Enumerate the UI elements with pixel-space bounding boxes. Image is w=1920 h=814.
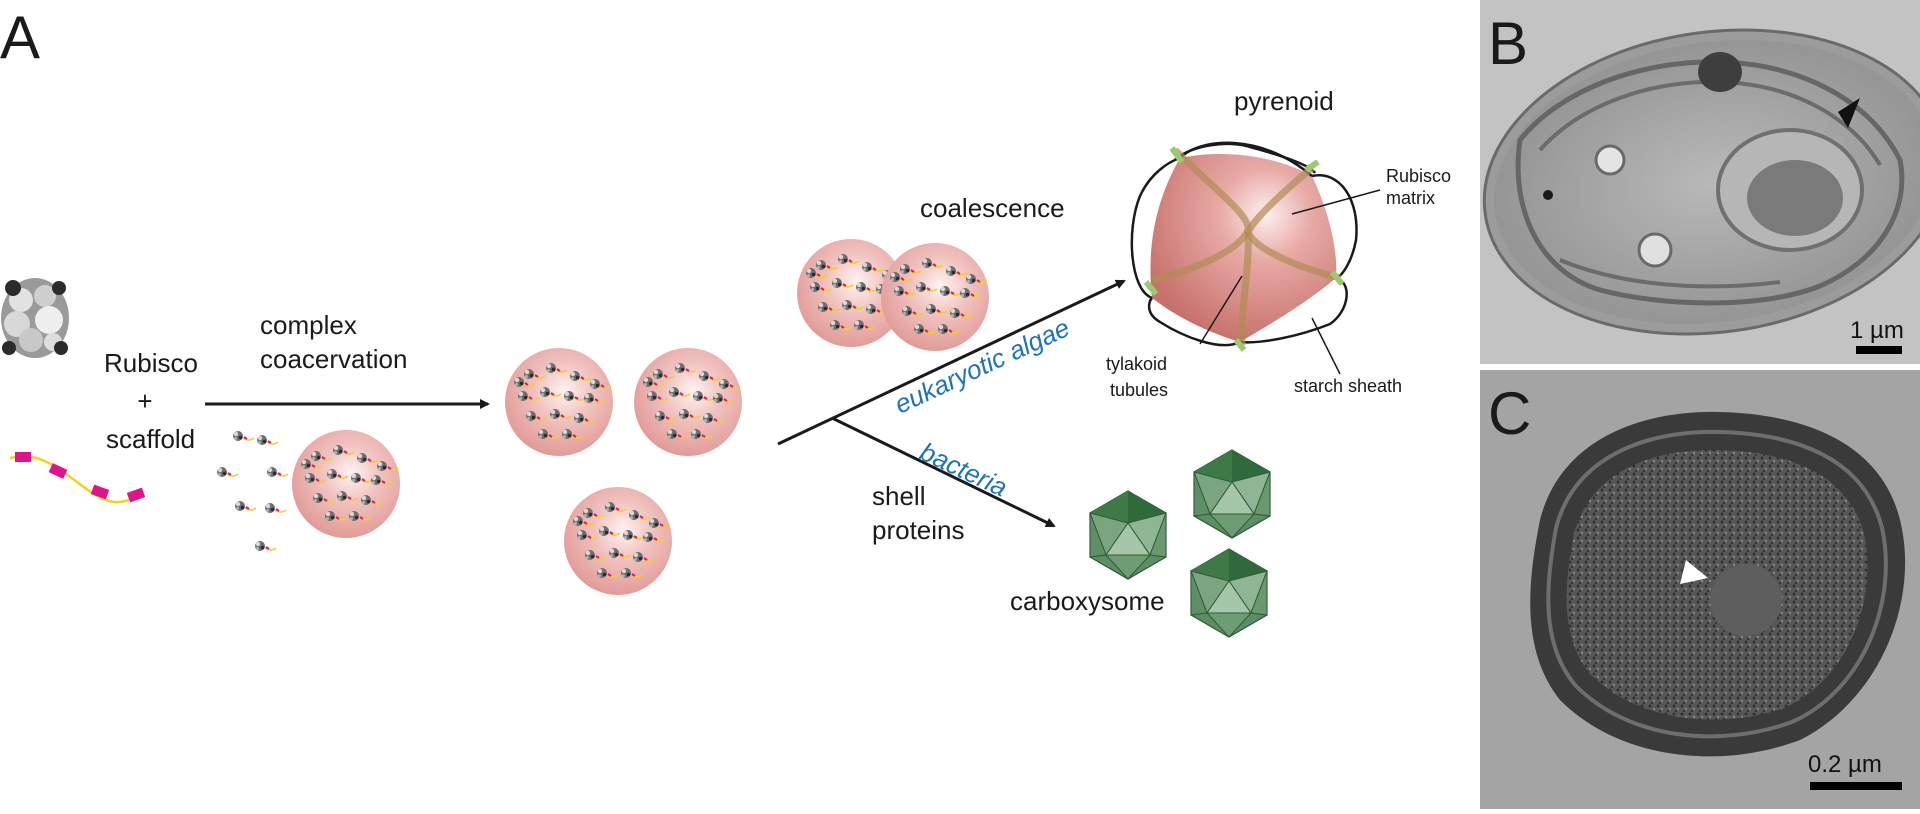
tylakoid-label: tylakoid [1106, 354, 1167, 374]
rubisco-matrix-pointer [1291, 189, 1381, 215]
tylakoid-pointer [1199, 275, 1243, 345]
bacteria-label: bacteria [915, 436, 1012, 502]
panel-label-b: B [1488, 10, 1528, 77]
tubules-label: tubules [1110, 380, 1168, 400]
scaffold-label: scaffold [106, 424, 195, 454]
carboxysome-icon [1089, 490, 1167, 580]
condensate-droplet [564, 487, 672, 595]
condensate-droplet [634, 348, 742, 456]
panel-b-micrograph [1480, 0, 1920, 364]
carboxysome-icon [1193, 449, 1271, 539]
starch-sheath-pointer [1311, 317, 1341, 375]
pyrenoid-label: pyrenoid [1234, 86, 1334, 116]
carboxysome-label: carboxysome [1010, 586, 1165, 616]
panel-label-a: A [0, 4, 40, 71]
rubisco-label: Rubisco [104, 348, 198, 378]
rubisco-matrix-label-2: matrix [1386, 188, 1435, 208]
proteins-label: proteins [872, 515, 965, 545]
rubisco-structure-icon [1, 278, 69, 358]
coalescing-droplets [797, 239, 989, 351]
panel-c-scale-label: 0.2 µm [1808, 751, 1882, 778]
scaffold-protein-icon [9, 452, 146, 504]
pyrenoid-diagram [1130, 141, 1358, 352]
forming-condensate-droplet [292, 430, 400, 538]
complex-label: complex [260, 310, 357, 340]
plus-label: + [137, 386, 152, 416]
bacteria-arrow [831, 416, 1056, 528]
condensate-droplet [505, 348, 613, 456]
panel-c-micrograph [1480, 370, 1920, 809]
panel-label-c: C [1488, 380, 1531, 447]
shell-label: shell [872, 481, 925, 511]
free-rubisco-scaffold-complexes [217, 431, 288, 551]
rubisco-matrix-label-1: Rubisco [1386, 166, 1451, 186]
coalescence-label: coalescence [920, 193, 1065, 223]
eukaryotic-algae-arrow [777, 279, 1126, 446]
starch-sheath-label: starch sheath [1294, 376, 1402, 396]
panel-b-scale-label: 1 µm [1850, 317, 1904, 344]
coacervation-label: coacervation [260, 344, 407, 374]
carboxysome-icon [1190, 548, 1268, 638]
